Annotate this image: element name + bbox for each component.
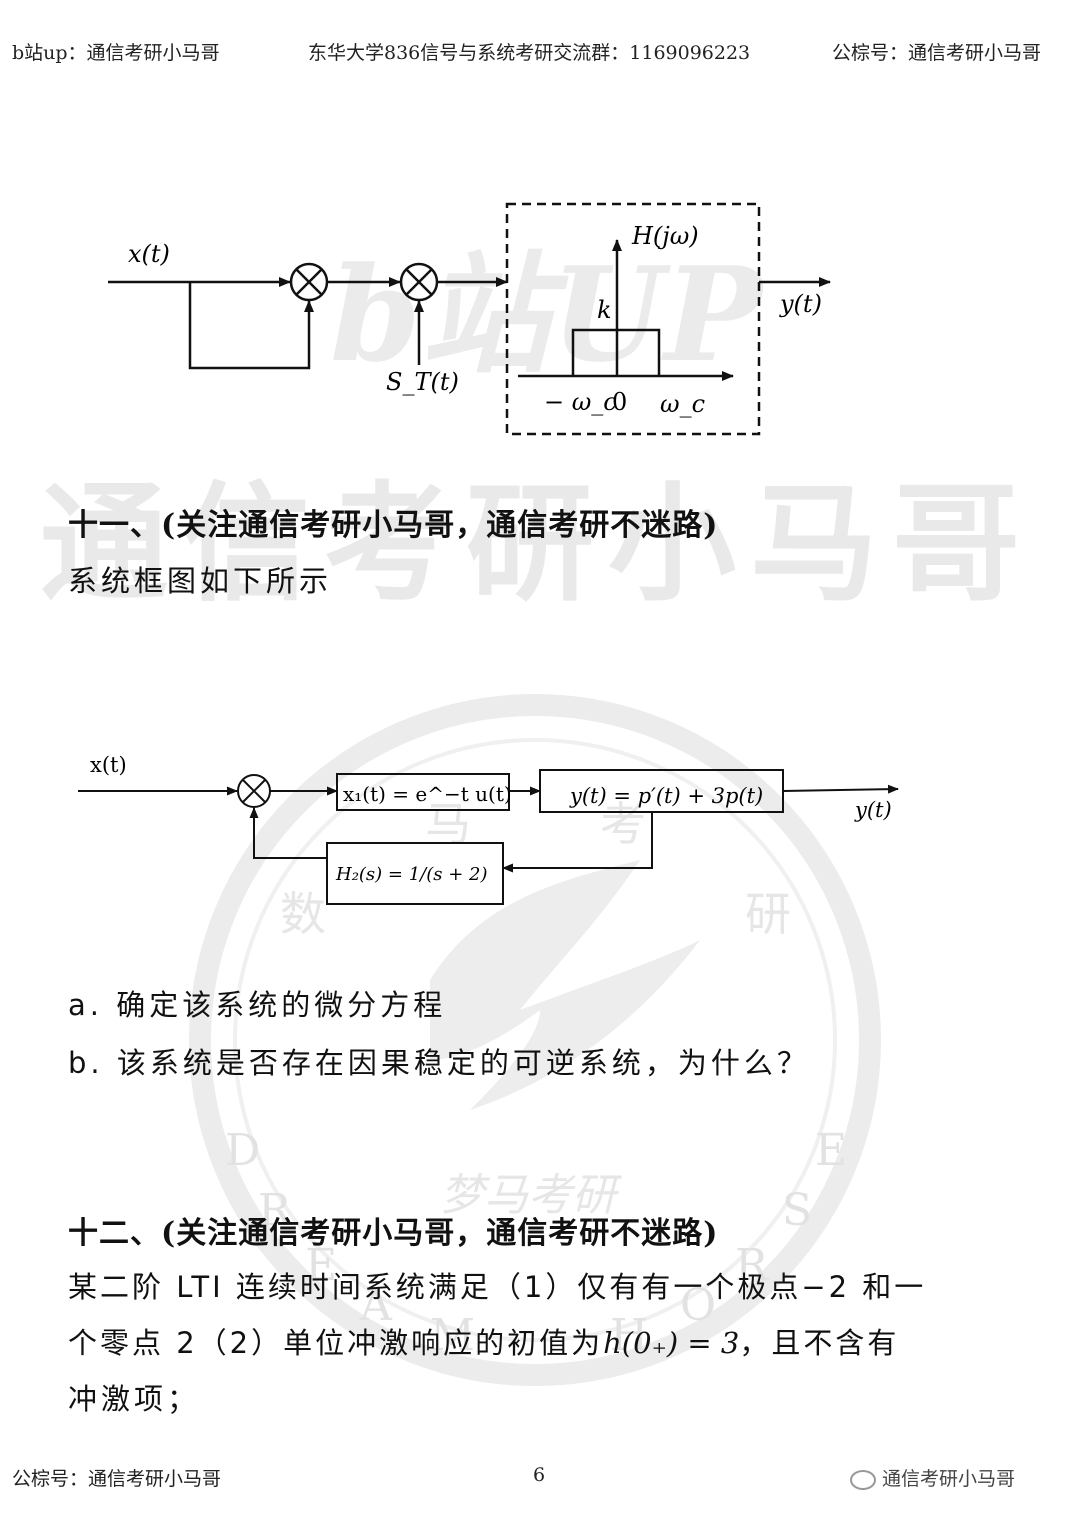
section-12-line2-tail: ，且不含有 — [739, 1326, 900, 1360]
d1-output-label: y(t) — [779, 290, 822, 318]
block-diagram-sampling: x(t) S_T(t) H(jω) k − ω_c 0 ω_c y(t) — [108, 202, 831, 436]
footer-left: 公棕号：通信考研小马哥 — [12, 1468, 222, 1490]
d1-zero: 0 — [612, 388, 627, 416]
seal-letter-s: S — [782, 1185, 812, 1236]
d2-block2-text: y(t) = p′(t) + 3p(t) — [569, 784, 763, 808]
block-diagram-feedback: x(t) x₁(t) = e^−t u(t) y(t) = p′(t) + 3p… — [78, 753, 899, 905]
d1-neg-cutoff: − ω_c — [544, 388, 617, 416]
section-12-heading: 十二、(关注通信考研小马哥，通信考研不迷路) — [68, 1216, 719, 1251]
section-12-line1: 某二阶 LTI 连续时间系统满足（1）仅有有一个极点−2 和一 — [68, 1270, 927, 1304]
header-center: 东华大学836信号与系统考研交流群：1169096223 — [308, 42, 751, 64]
wechat-icon — [850, 1470, 876, 1490]
question-a: a. 确定该系统的微分方程 — [68, 988, 447, 1022]
page-number: 6 — [533, 1464, 546, 1486]
seal-letter-d: D — [225, 1125, 260, 1176]
d1-filter-label: H(jω) — [631, 222, 699, 250]
d1-input-label: x(t) — [128, 240, 170, 268]
section-11-heading: 十一、(关注通信考研小马哥，通信考研不迷路) — [68, 508, 719, 543]
section-12-line2-text: 个零点 2（2）单位冲激响应的初值为 — [68, 1326, 604, 1360]
d1-sampler-label: S_T(t) — [386, 368, 459, 396]
section-12-line2: 个零点 2（2）单位冲激响应的初值为h(0₊) = 3，且不含有 — [68, 1320, 899, 1362]
d1-gain-label: k — [597, 296, 612, 324]
initial-value-formula: h(0₊) = 3 — [603, 1326, 740, 1360]
header-right: 公棕号：通信考研小马哥 — [832, 42, 1042, 64]
d2-input-label: x(t) — [90, 753, 127, 777]
header-left: b站up：通信考研小马哥 — [12, 42, 220, 64]
seal-letter-e2: E — [815, 1125, 847, 1176]
d1-pos-cutoff: ω_c — [660, 390, 705, 418]
d2-block1-text: x₁(t) = e^−t u(t) — [343, 782, 512, 806]
section-12-line3: 冲激项； — [68, 1382, 201, 1416]
footer-right: 通信考研小马哥 — [850, 1464, 1015, 1491]
d2-output-label: y(t) — [854, 798, 892, 822]
d2-feedback-text: H₂(s) = 1/(s + 2) — [335, 864, 488, 885]
section-11-intro: 系统框图如下所示 — [68, 564, 333, 598]
footer-right-text: 通信考研小马哥 — [882, 1468, 1016, 1490]
question-b: b. 该系统是否存在因果稳定的可逆系统，为什么？ — [68, 1046, 810, 1080]
